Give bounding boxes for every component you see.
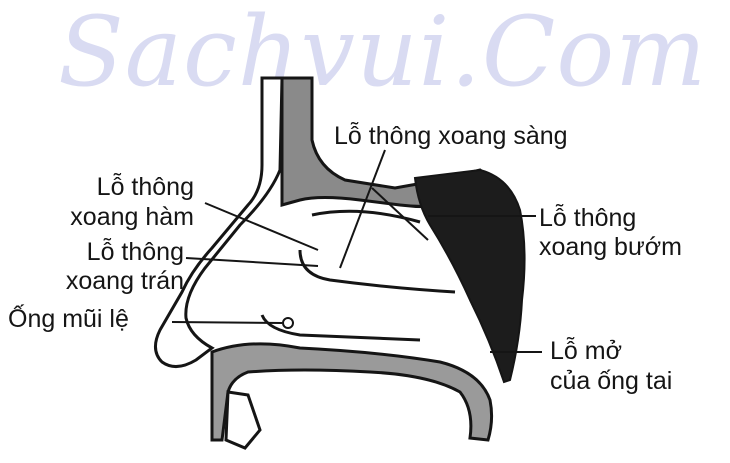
tear-duct-opening	[283, 318, 293, 328]
label-sphenoid-line2: xoang bướm	[539, 232, 682, 262]
leader-tear-duct	[172, 322, 282, 323]
middle-concha	[300, 250, 455, 292]
label-sphenoid-line1: Lỗ thông	[539, 203, 636, 233]
label-ear-tube-line2: của ống tai	[550, 366, 672, 396]
label-ethmoid-opening: Lỗ thông xoang sàng	[334, 121, 568, 151]
sphenoid-sinus	[415, 170, 525, 382]
leader-ethmoid-1	[340, 150, 385, 268]
label-tear-duct: Ống mũi lệ	[8, 304, 129, 334]
label-maxillary-line2: xoang hàm	[40, 202, 194, 232]
front-tooth	[226, 392, 260, 448]
label-maxillary-line1: Lỗ thông	[60, 172, 194, 202]
label-ear-tube-line1: Lỗ mở	[550, 336, 622, 366]
label-frontal-line1: Lỗ thông	[40, 237, 184, 267]
label-frontal-line2: xoang trán	[40, 266, 184, 296]
